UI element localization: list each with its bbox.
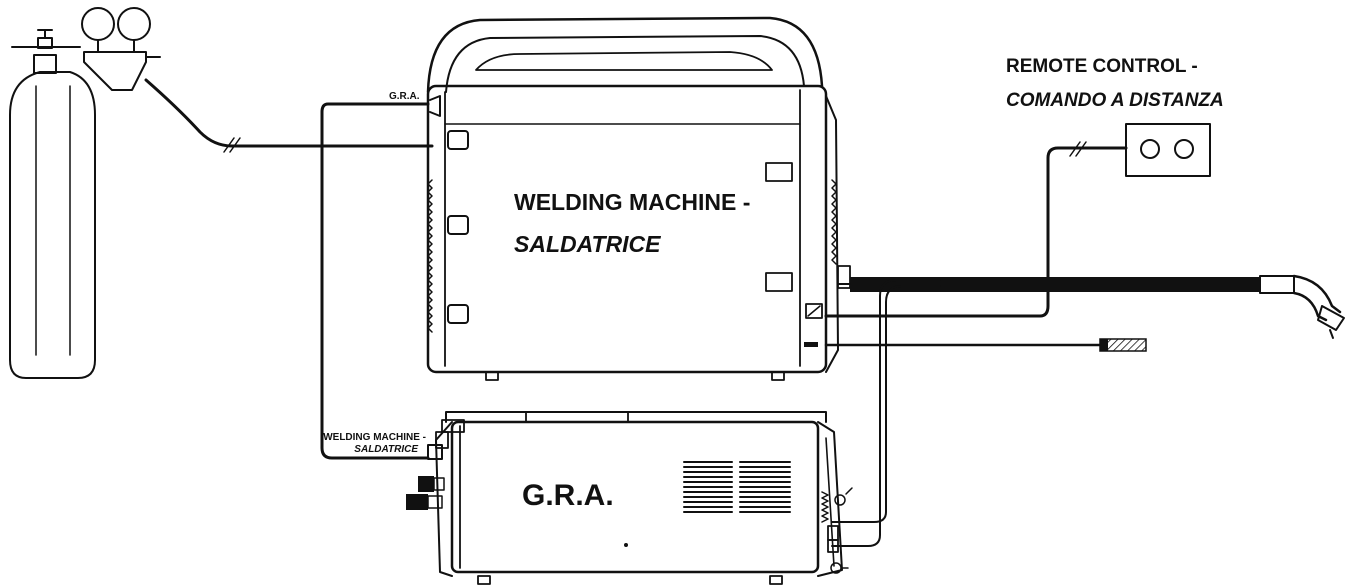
welder-louvers-left — [427, 179, 433, 333]
welder-louvers-right — [831, 179, 837, 265]
welding-machine — [426, 16, 851, 381]
gra-port-label-en: WELDING MACHINE - — [323, 432, 426, 443]
gra-cooling-unit — [406, 411, 853, 585]
gra-port-label-it: SALDATRICE — [354, 444, 418, 455]
remote-cable — [824, 141, 1128, 318]
pressure-regulator — [11, 7, 161, 91]
gra-louvers — [821, 491, 829, 523]
gas-cylinder — [9, 54, 96, 379]
ground-cable — [824, 338, 1147, 352]
gra-ventilation-grille — [683, 461, 791, 513]
welding-machine-label-en: WELDING MACHINE - — [514, 189, 750, 215]
remote-control-label-en: REMOTE CONTROL - — [1006, 56, 1198, 77]
gra-unit-label: G.R.A. — [522, 479, 614, 512]
welding-machine-label-it: SALDATRICE — [514, 231, 661, 257]
gra-connector-label: G.R.A. — [389, 91, 420, 102]
gas-line-to-torch — [831, 279, 941, 547]
gas-hose — [144, 78, 434, 153]
gra-signal-cable — [320, 102, 430, 460]
remote-control-box — [1125, 123, 1211, 177]
torch-cable — [837, 274, 1345, 339]
remote-control-label-it: COMANDO A DISTANZA — [1006, 90, 1224, 111]
